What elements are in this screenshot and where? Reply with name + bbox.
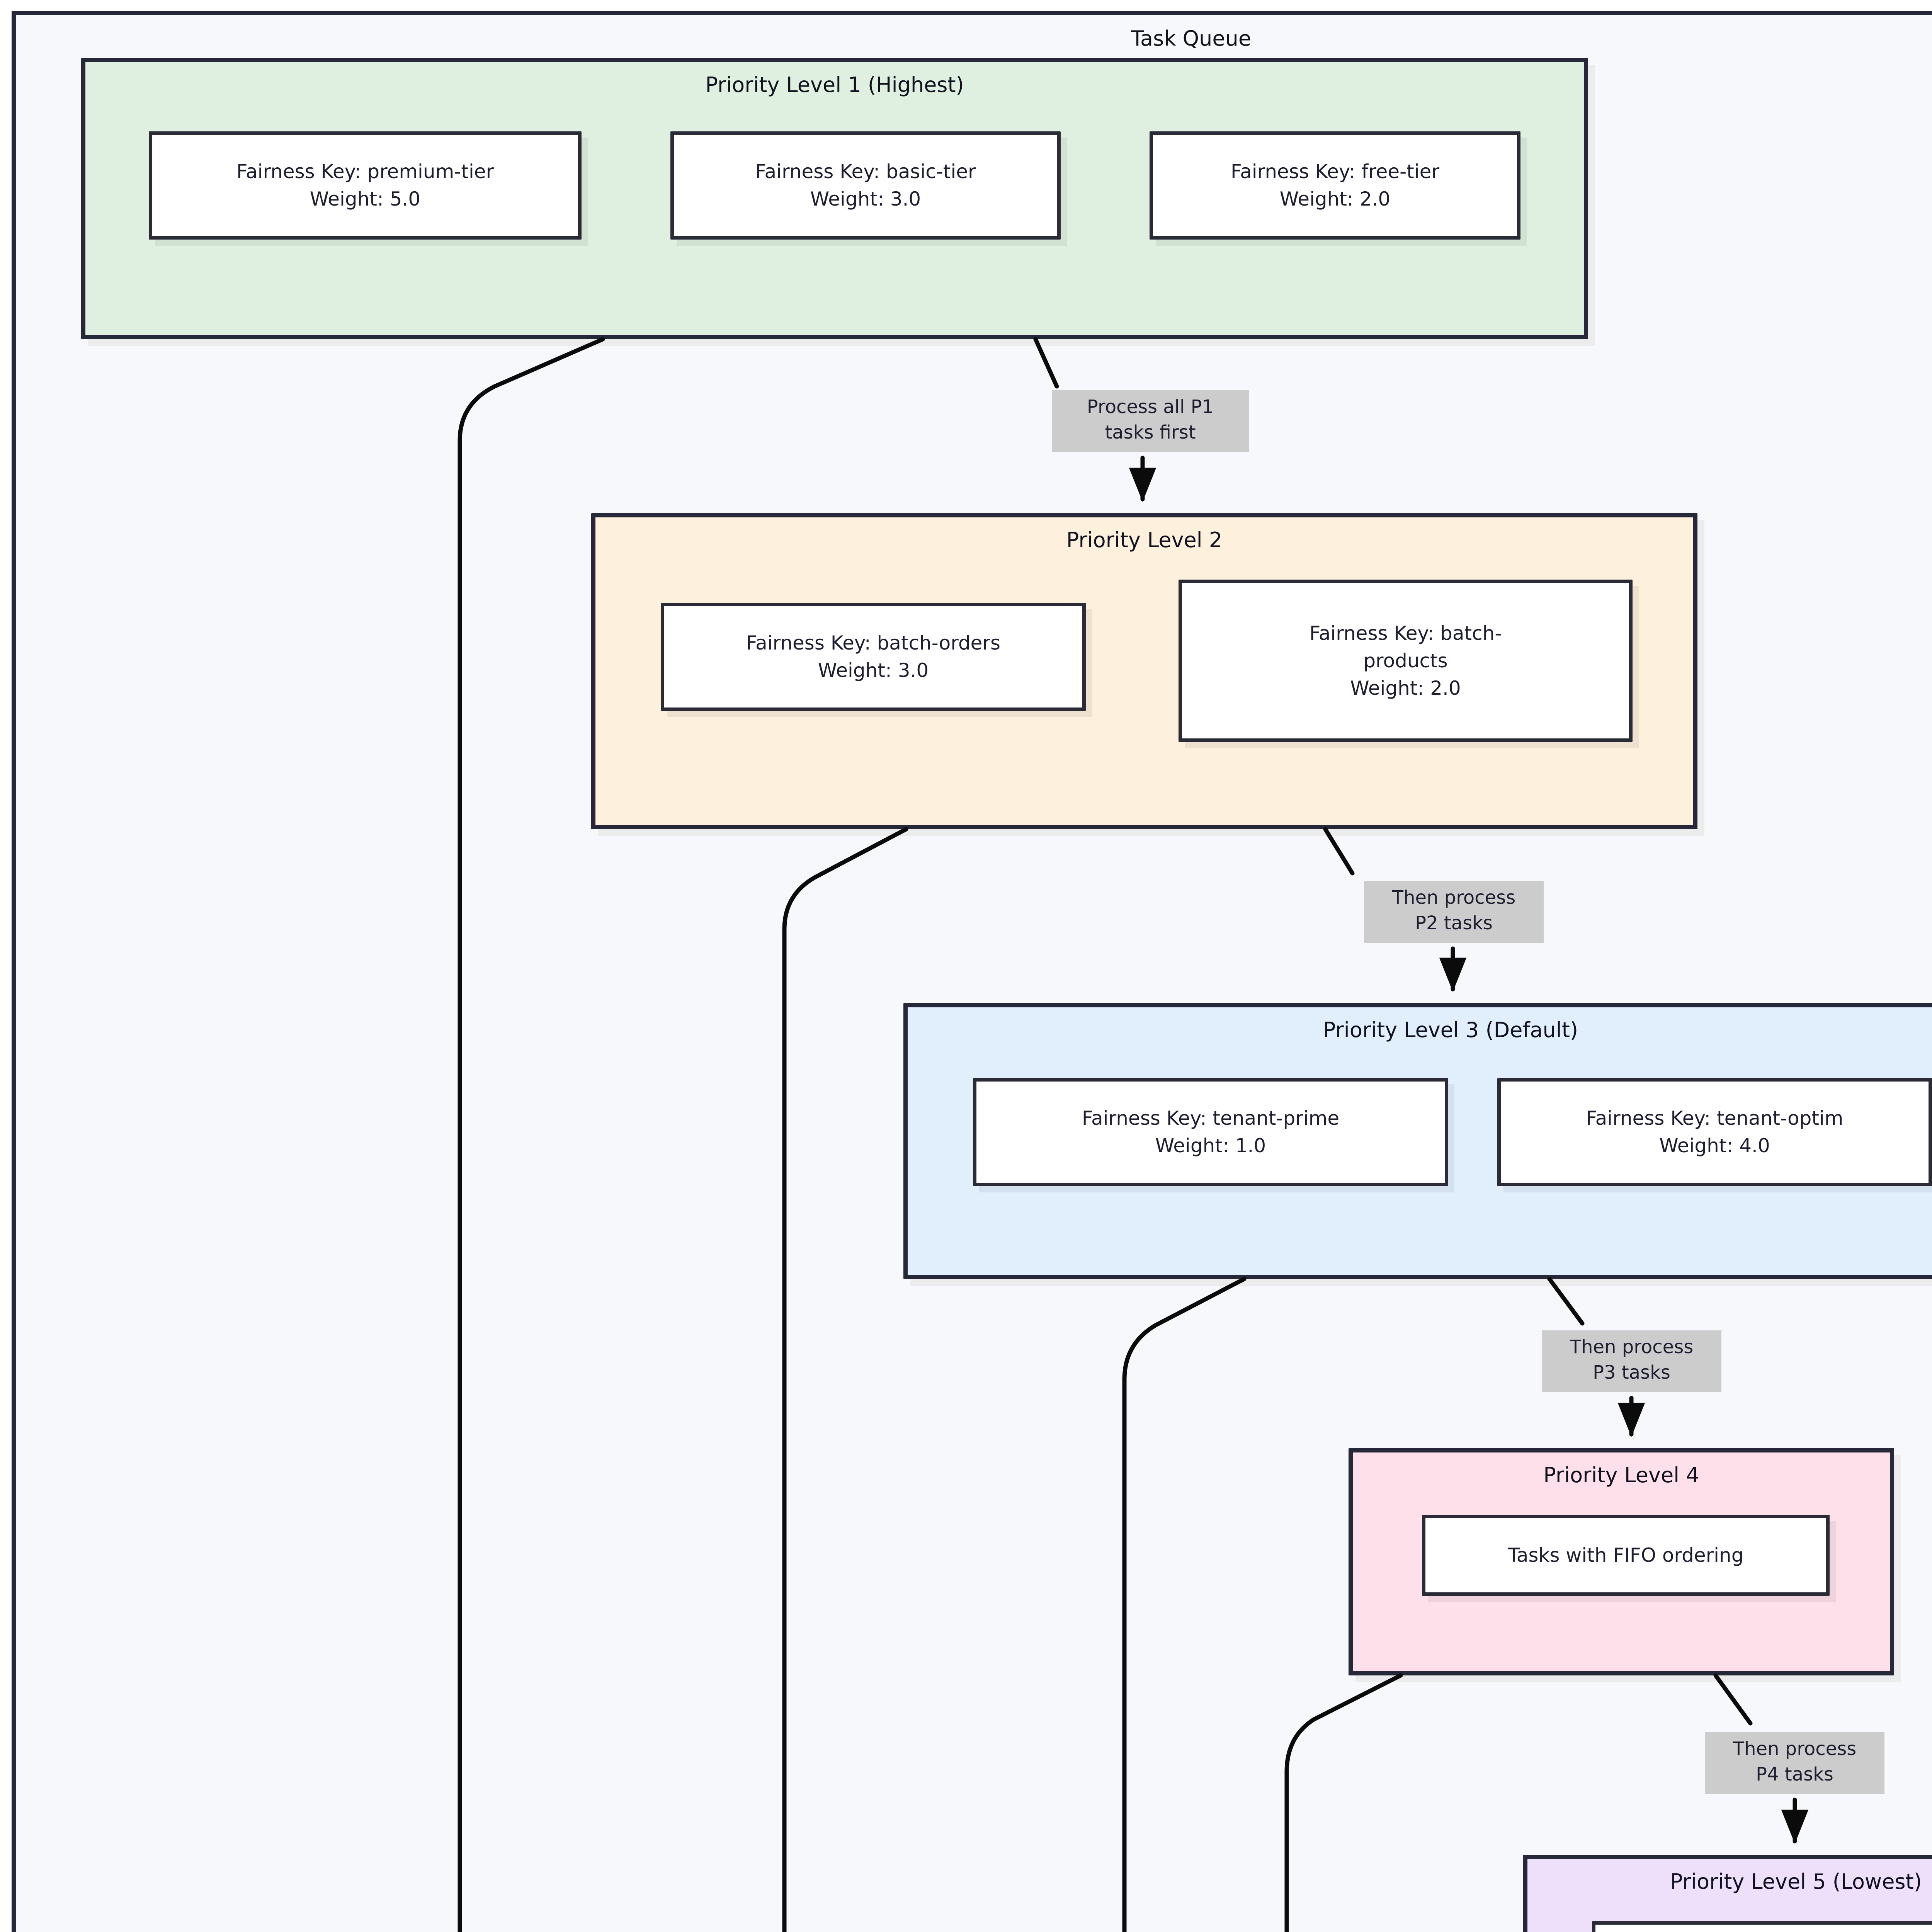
node-fairness-key-tenant-optim[interactable]: Fairness Key: tenant-optim Weight: 4.0 xyxy=(1497,1078,1932,1186)
cluster-priority-level-4-title: Priority Level 4 xyxy=(1543,1463,1699,1487)
node-fairness-key-label: Fairness Key: tenant-optim xyxy=(1586,1107,1844,1129)
cluster-task-queue-title: Task Queue xyxy=(1131,26,1252,51)
node-fairness-key-label: Fairness Key: premium-tier xyxy=(236,160,494,183)
node-fairness-key-label: Fairness Key: tenant-prime xyxy=(1082,1107,1340,1129)
node-fairness-key-label-cont: products xyxy=(1363,649,1448,672)
node-weight-label: Weight: 1.0 xyxy=(1155,1134,1266,1157)
node-weight-label: Weight: 3.0 xyxy=(810,188,921,210)
node-p4-fifo-tasks[interactable]: Tasks with FIFO ordering xyxy=(1422,1515,1830,1596)
cluster-priority-level-2-title: Priority Level 2 xyxy=(1066,528,1223,552)
cluster-priority-level-3-title: Priority Level 3 (Default) xyxy=(1323,1018,1578,1042)
node-fairness-key-batch-products[interactable]: Fairness Key: batch- products Weight: 2.… xyxy=(1179,580,1633,742)
edge-p1-to-workers xyxy=(457,337,605,1932)
edge-p2-to-workers xyxy=(782,827,908,1932)
node-fairness-key-label: Fairness Key: batch- xyxy=(1309,622,1502,645)
node-fifo-label: Tasks with FIFO ordering xyxy=(1508,1544,1744,1566)
edge-p1-to-p2 xyxy=(1033,337,1059,389)
cluster-priority-level-1-title: Priority Level 1 (Highest) xyxy=(705,73,964,97)
edge-label-then-process-p4: Then process P4 tasks xyxy=(1705,1732,1884,1794)
node-fairness-key-basic-tier[interactable]: Fairness Key: basic-tier Weight: 3.0 xyxy=(670,131,1061,240)
node-fairness-key-free-tier[interactable]: Fairness Key: free-tier Weight: 2.0 xyxy=(1150,131,1520,240)
edge-p4-to-workers xyxy=(1284,1673,1403,1932)
node-fairness-key-label: Fairness Key: free-tier xyxy=(1230,160,1439,183)
edge-p3-to-workers xyxy=(1122,1277,1247,1932)
node-fairness-key-batch-orders[interactable]: Fairness Key: batch-orders Weight: 3.0 xyxy=(661,603,1086,711)
edge-p2-to-p3 xyxy=(1323,827,1355,876)
node-weight-label: Weight: 5.0 xyxy=(310,188,421,210)
edge-label-then-process-p2: Then process P2 tasks xyxy=(1364,881,1544,943)
edge-p4-to-p5 xyxy=(1713,1673,1753,1726)
node-fairness-key-label: Fairness Key: basic-tier xyxy=(755,160,976,183)
cluster-priority-level-5 xyxy=(1523,1855,1932,1932)
edge-p3-to-p4 xyxy=(1547,1277,1585,1326)
node-weight-label: Weight: 4.0 xyxy=(1659,1134,1770,1157)
node-p5-fifo-tasks[interactable]: Tasks with FIFO ordering xyxy=(1592,1921,1932,1932)
node-weight-label: Weight: 2.0 xyxy=(1279,188,1391,210)
edge-label-then-process-p3: Then process P3 tasks xyxy=(1542,1330,1721,1392)
edge-label-process-all-p1: Process all P1 tasks first xyxy=(1052,390,1249,452)
node-fairness-key-tenant-prime[interactable]: Fairness Key: tenant-prime Weight: 1.0 xyxy=(973,1078,1448,1186)
node-fairness-key-premium-tier[interactable]: Fairness Key: premium-tier Weight: 5.0 xyxy=(149,131,582,240)
cluster-priority-level-5-title: Priority Level 5 (Lowest) xyxy=(1670,1869,1922,1894)
node-weight-label: Weight: 3.0 xyxy=(818,659,929,682)
node-weight-label: Weight: 2.0 xyxy=(1350,677,1461,699)
node-fairness-key-label: Fairness Key: batch-orders xyxy=(746,632,1001,654)
